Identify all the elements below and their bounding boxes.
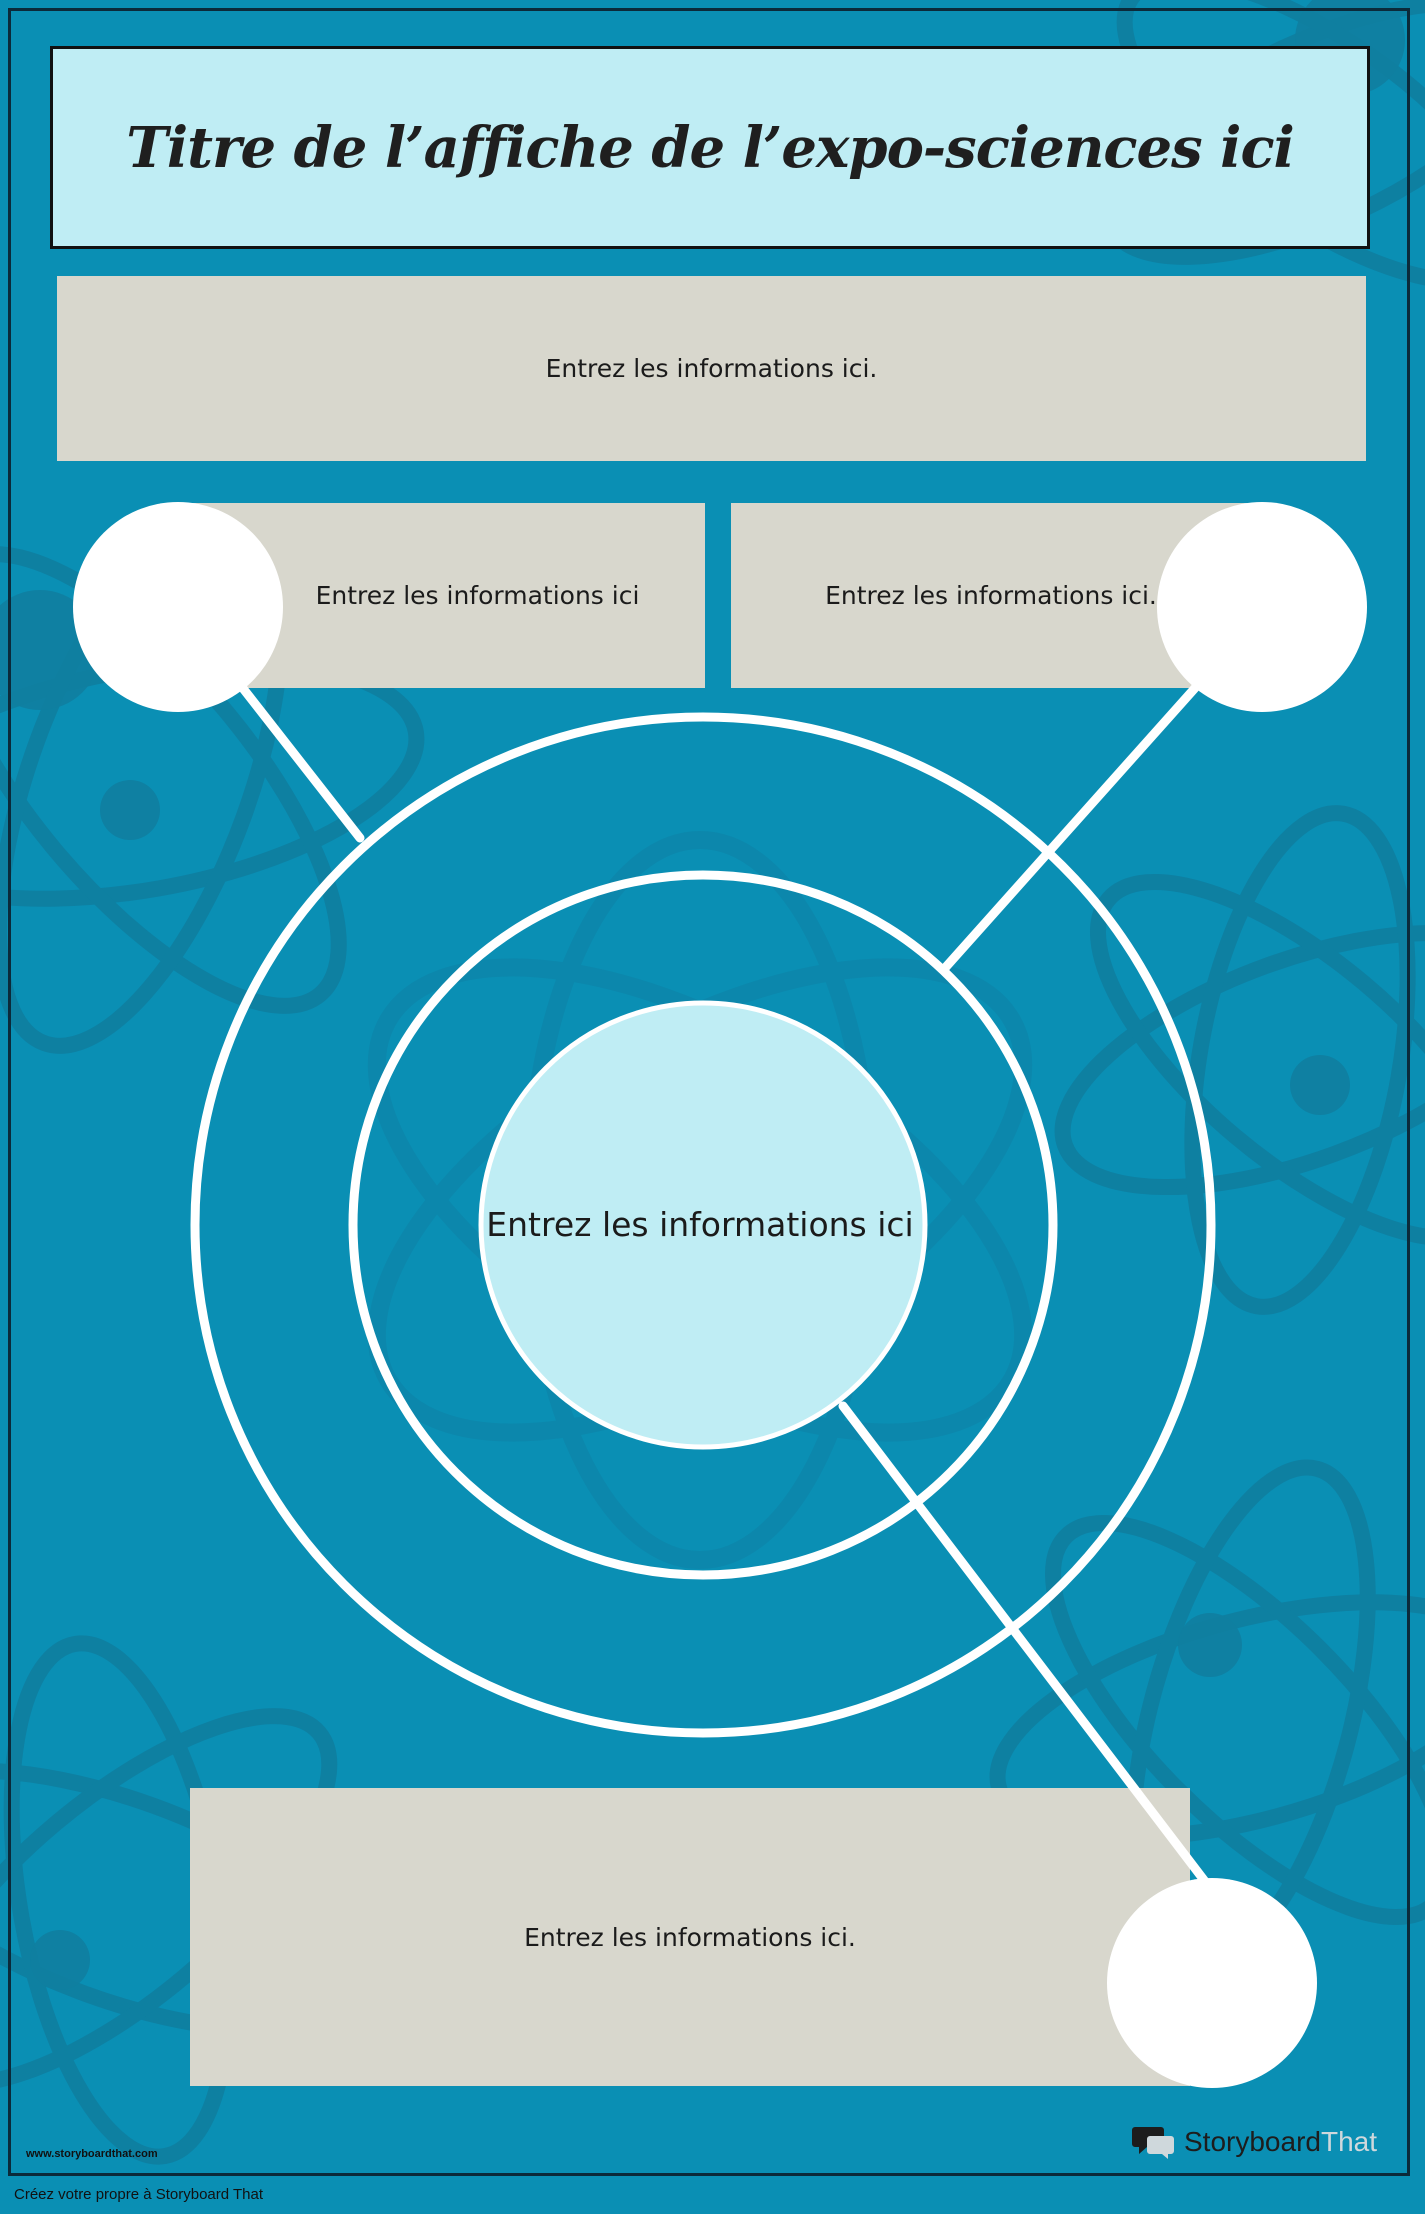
info-box-right[interactable]: Entrez les informations ici. [731,503,1251,688]
info-right-text: Entrez les informations ici. [825,581,1157,610]
poster-title: Titre de l’affiche de l’expo-sciences ic… [126,114,1295,181]
outer-ring [190,712,1216,1738]
connector-line-right [940,683,1200,973]
info-box-top[interactable]: Entrez les informations ici. [57,276,1366,461]
node-circle-bottom[interactable] [1107,1878,1317,2088]
title-box: Titre de l’affiche de l’expo-sciences ic… [50,46,1370,249]
info-left-text: Entrez les informations ici [315,581,640,610]
node-circle-left[interactable] [73,502,283,712]
connector-line-left [233,677,365,843]
info-box-bottom[interactable]: Entrez les informations ici. [190,1788,1190,2086]
website-label: www.storyboardthat.com [26,2148,158,2160]
connector-line-bottom [838,1401,1215,1893]
footer-caption: Créez votre propre à Storyboard That [14,2186,264,2203]
info-top-text: Entrez les informations ici. [545,354,878,383]
atom-icon [1054,805,1425,1315]
speech-bubble-icon [1132,2127,1174,2159]
center-info-text: Entrez les informations ici [486,1205,914,1244]
poster-frame [8,8,1410,2176]
middle-ring [348,870,1058,1580]
center-circle[interactable] [478,1000,928,1450]
brand-logo: StoryboardThat [1132,2124,1377,2160]
node-circle-right[interactable] [1157,502,1367,712]
brand-name: StoryboardThat [1184,2126,1377,2157]
info-bottom-text: Entrez les informations ici. [524,1922,856,1952]
